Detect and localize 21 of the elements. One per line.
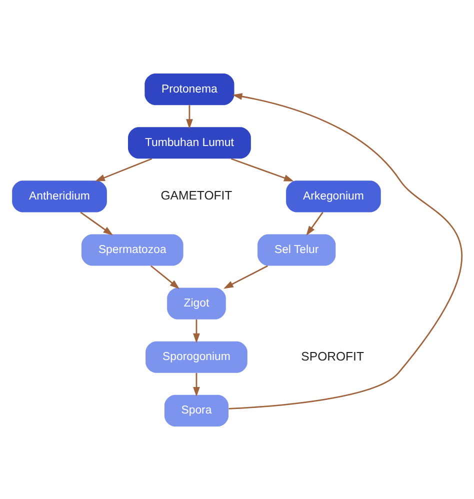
node-box: Zigot bbox=[167, 287, 226, 319]
label: GAMETOFIT bbox=[160, 188, 232, 202]
node-box: Protonema bbox=[144, 73, 234, 105]
arrow bbox=[186, 104, 193, 128]
node-box: Spermatozoa bbox=[81, 234, 184, 266]
arrow bbox=[150, 264, 180, 289]
arrow bbox=[95, 158, 152, 181]
arrow bbox=[223, 264, 268, 288]
label: SPOROFIT bbox=[301, 348, 364, 363]
node-box: Antheridium bbox=[12, 180, 107, 212]
arrow bbox=[80, 211, 114, 235]
node-box: Sel Telur bbox=[258, 234, 336, 266]
node-box: Sporogonium bbox=[146, 340, 248, 372]
node-box: Tumbuhan Lumut bbox=[128, 126, 251, 158]
node-box: Spora bbox=[164, 394, 229, 426]
arrow bbox=[193, 372, 200, 396]
arrow bbox=[193, 318, 200, 343]
arrow bbox=[228, 92, 462, 409]
arrow bbox=[230, 158, 294, 181]
node-box: Arkegonium bbox=[286, 180, 381, 212]
arrow bbox=[306, 211, 324, 236]
